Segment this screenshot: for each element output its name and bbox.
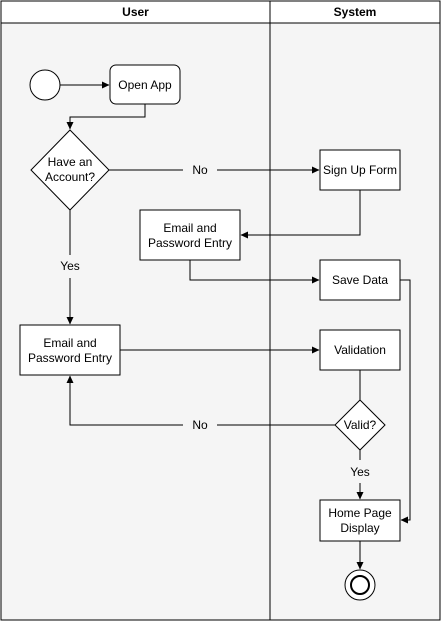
action-save-data: Save Data <box>319 259 401 301</box>
decision-valid: Valid? <box>334 399 386 451</box>
edge-labels: No Yes No Yes <box>60 163 370 479</box>
edge-label-valid-no: No <box>192 418 208 432</box>
action-email-entry-signup: Email and Password Entry <box>139 209 241 261</box>
lane-system-title: System <box>334 5 377 19</box>
edges <box>60 81 411 570</box>
end-node-inner <box>350 575 370 595</box>
action-open-app: Open App <box>109 64 181 105</box>
action-email-entry-login-label-line2: Password Entry <box>28 351 112 365</box>
action-validation-box <box>319 329 401 371</box>
action-save-data-label: Save Data <box>332 273 388 287</box>
action-home-page-display-label-line2: Display <box>340 521 379 535</box>
edge-label-have-account-no: No <box>192 163 208 177</box>
nodes: Open App Have an Account? Sign Up Form E… <box>19 64 401 601</box>
lane-user: User <box>0 0 271 621</box>
decision-valid-shape <box>334 399 386 451</box>
edge-label-valid-yes: Yes <box>350 465 370 479</box>
lane-system-header <box>269 0 441 24</box>
action-email-entry-signup-box <box>139 209 241 261</box>
lane-system: System <box>269 0 441 621</box>
edge-valid-no-to-login-entry <box>70 376 335 426</box>
action-email-entry-signup-label-line1: Email and <box>163 221 216 235</box>
action-sign-up-form-label: Sign Up Form <box>323 163 397 177</box>
edge-signup-to-email-entry <box>240 190 361 239</box>
edge-save-data-to-home-page <box>400 279 411 524</box>
action-email-entry-signup-label-line2: Password Entry <box>148 236 232 250</box>
decision-valid-label: Valid? <box>344 418 377 432</box>
action-open-app-box <box>109 64 181 105</box>
action-email-entry-login-box <box>19 324 121 376</box>
action-sign-up-form: Sign Up Form <box>319 149 401 191</box>
decision-have-account-label-line1: Have an <box>48 155 93 169</box>
lane-user-body <box>0 22 271 621</box>
action-email-entry-login: Email and Password Entry <box>19 324 121 376</box>
action-email-entry-login-label-line1: Email and <box>43 336 96 350</box>
action-home-page-display-label-line1: Home Page <box>328 506 392 520</box>
decision-have-account: Have an Account? <box>30 129 110 211</box>
action-home-page-display: Home Page Display <box>319 499 401 542</box>
edge-email-entry-to-save-data <box>189 260 320 284</box>
action-open-app-label: Open App <box>118 78 172 92</box>
action-sign-up-form-box <box>319 149 401 191</box>
action-validation: Validation <box>319 329 401 371</box>
action-save-data-box <box>319 259 401 301</box>
edge-label-have-account-yes: Yes <box>60 259 80 273</box>
action-validation-label: Validation <box>334 343 386 357</box>
action-home-page-display-box <box>319 499 401 542</box>
lane-user-title: User <box>122 5 149 19</box>
edge-open-app-to-have-account <box>66 104 146 130</box>
end-node <box>344 569 376 601</box>
start-node <box>29 69 61 101</box>
decision-have-account-shape <box>30 129 110 211</box>
decision-have-account-label-line2: Account? <box>45 170 95 184</box>
